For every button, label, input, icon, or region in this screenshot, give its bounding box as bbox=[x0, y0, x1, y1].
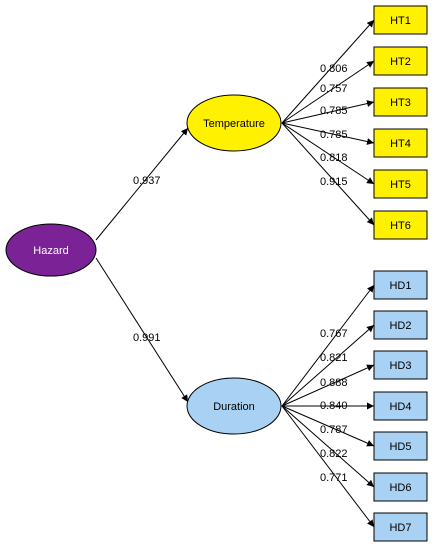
duration-indicator-label: HD1 bbox=[389, 280, 411, 292]
duration-loading-label: 0.771 bbox=[320, 472, 348, 484]
temperature-indicator-label: HT6 bbox=[390, 220, 411, 232]
temperature-loading-label: 0.785 bbox=[320, 105, 348, 117]
temperature-indicator-box bbox=[373, 210, 428, 240]
temperature-label: Temperature bbox=[203, 118, 265, 130]
duration-loading-label: 0.821 bbox=[320, 352, 348, 364]
temperature-edge bbox=[281, 19, 375, 124]
duration-loading-label: 0.888 bbox=[320, 377, 348, 389]
temperature-loading-label: 0.915 bbox=[320, 176, 348, 188]
temperature-indicator-label: HT4 bbox=[390, 138, 411, 150]
temperature-loading-label: 0.757 bbox=[320, 83, 348, 95]
duration-indicator-box bbox=[373, 431, 428, 461]
path-hazard-temperature bbox=[95, 127, 189, 241]
duration-edge bbox=[281, 284, 375, 407]
duration-indicator-label: HD6 bbox=[389, 482, 411, 494]
temperature-loading-label: 0.785 bbox=[320, 129, 348, 141]
duration-loading-label: 0.787 bbox=[320, 424, 348, 436]
temperature-indicator-label: HT1 bbox=[390, 15, 411, 27]
duration-indicator-label: HD7 bbox=[389, 522, 411, 534]
temperature-edge bbox=[281, 122, 375, 145]
duration-indicator-box bbox=[373, 472, 428, 502]
temperature-edge bbox=[281, 122, 375, 226]
duration-indicator-box bbox=[373, 512, 428, 542]
duration-indicator-box bbox=[373, 391, 428, 421]
temperature-indicator-label: HT3 bbox=[390, 97, 411, 109]
duration-loading-label: 0.822 bbox=[320, 448, 348, 460]
duration-loading-label: 0.767 bbox=[320, 328, 348, 340]
duration-label: Duration bbox=[213, 401, 255, 413]
temperature-indicator-box bbox=[373, 46, 428, 76]
duration-indicator-box bbox=[373, 350, 428, 380]
duration-edge bbox=[281, 405, 375, 488]
duration-indicator-label: HD4 bbox=[389, 401, 411, 413]
duration-indicator-label: HD5 bbox=[389, 441, 411, 453]
duration-indicator-label: HD2 bbox=[389, 320, 411, 332]
hazard-node: Hazard bbox=[5, 223, 97, 277]
temperature-indicator-label: HT2 bbox=[390, 56, 411, 68]
path-hazard-duration bbox=[95, 257, 189, 403]
duration-edge bbox=[281, 405, 375, 528]
path-coefficient-duration: 0.991 bbox=[133, 332, 161, 344]
temperature-edge bbox=[281, 100, 375, 124]
temperature-indicator-box bbox=[373, 5, 428, 35]
temperature-edge bbox=[281, 60, 375, 124]
duration-edge bbox=[281, 405, 375, 447]
temperature-node: Temperature bbox=[186, 94, 282, 152]
duration-indicator-box bbox=[373, 310, 428, 340]
duration-node: Duration bbox=[186, 377, 282, 435]
temperature-loading-label: 0.818 bbox=[320, 152, 348, 164]
temperature-indicator-box bbox=[373, 128, 428, 158]
temperature-indicator-box bbox=[373, 169, 428, 199]
path-coefficient-temperature: 0.937 bbox=[133, 175, 161, 187]
duration-indicator-box bbox=[373, 270, 428, 300]
temperature-edge bbox=[281, 122, 375, 185]
duration-edge bbox=[281, 364, 375, 407]
temperature-indicator-label: HT5 bbox=[390, 179, 411, 191]
duration-loading-label: 0.840 bbox=[320, 400, 348, 412]
main-paths bbox=[95, 127, 189, 403]
temperature-loading-label: 0.806 bbox=[320, 63, 348, 75]
hazard-label: Hazard bbox=[33, 245, 68, 257]
duration-indicator-label: HD3 bbox=[389, 360, 411, 372]
duration-edge bbox=[281, 324, 375, 407]
temperature-indicator-box bbox=[373, 87, 428, 117]
